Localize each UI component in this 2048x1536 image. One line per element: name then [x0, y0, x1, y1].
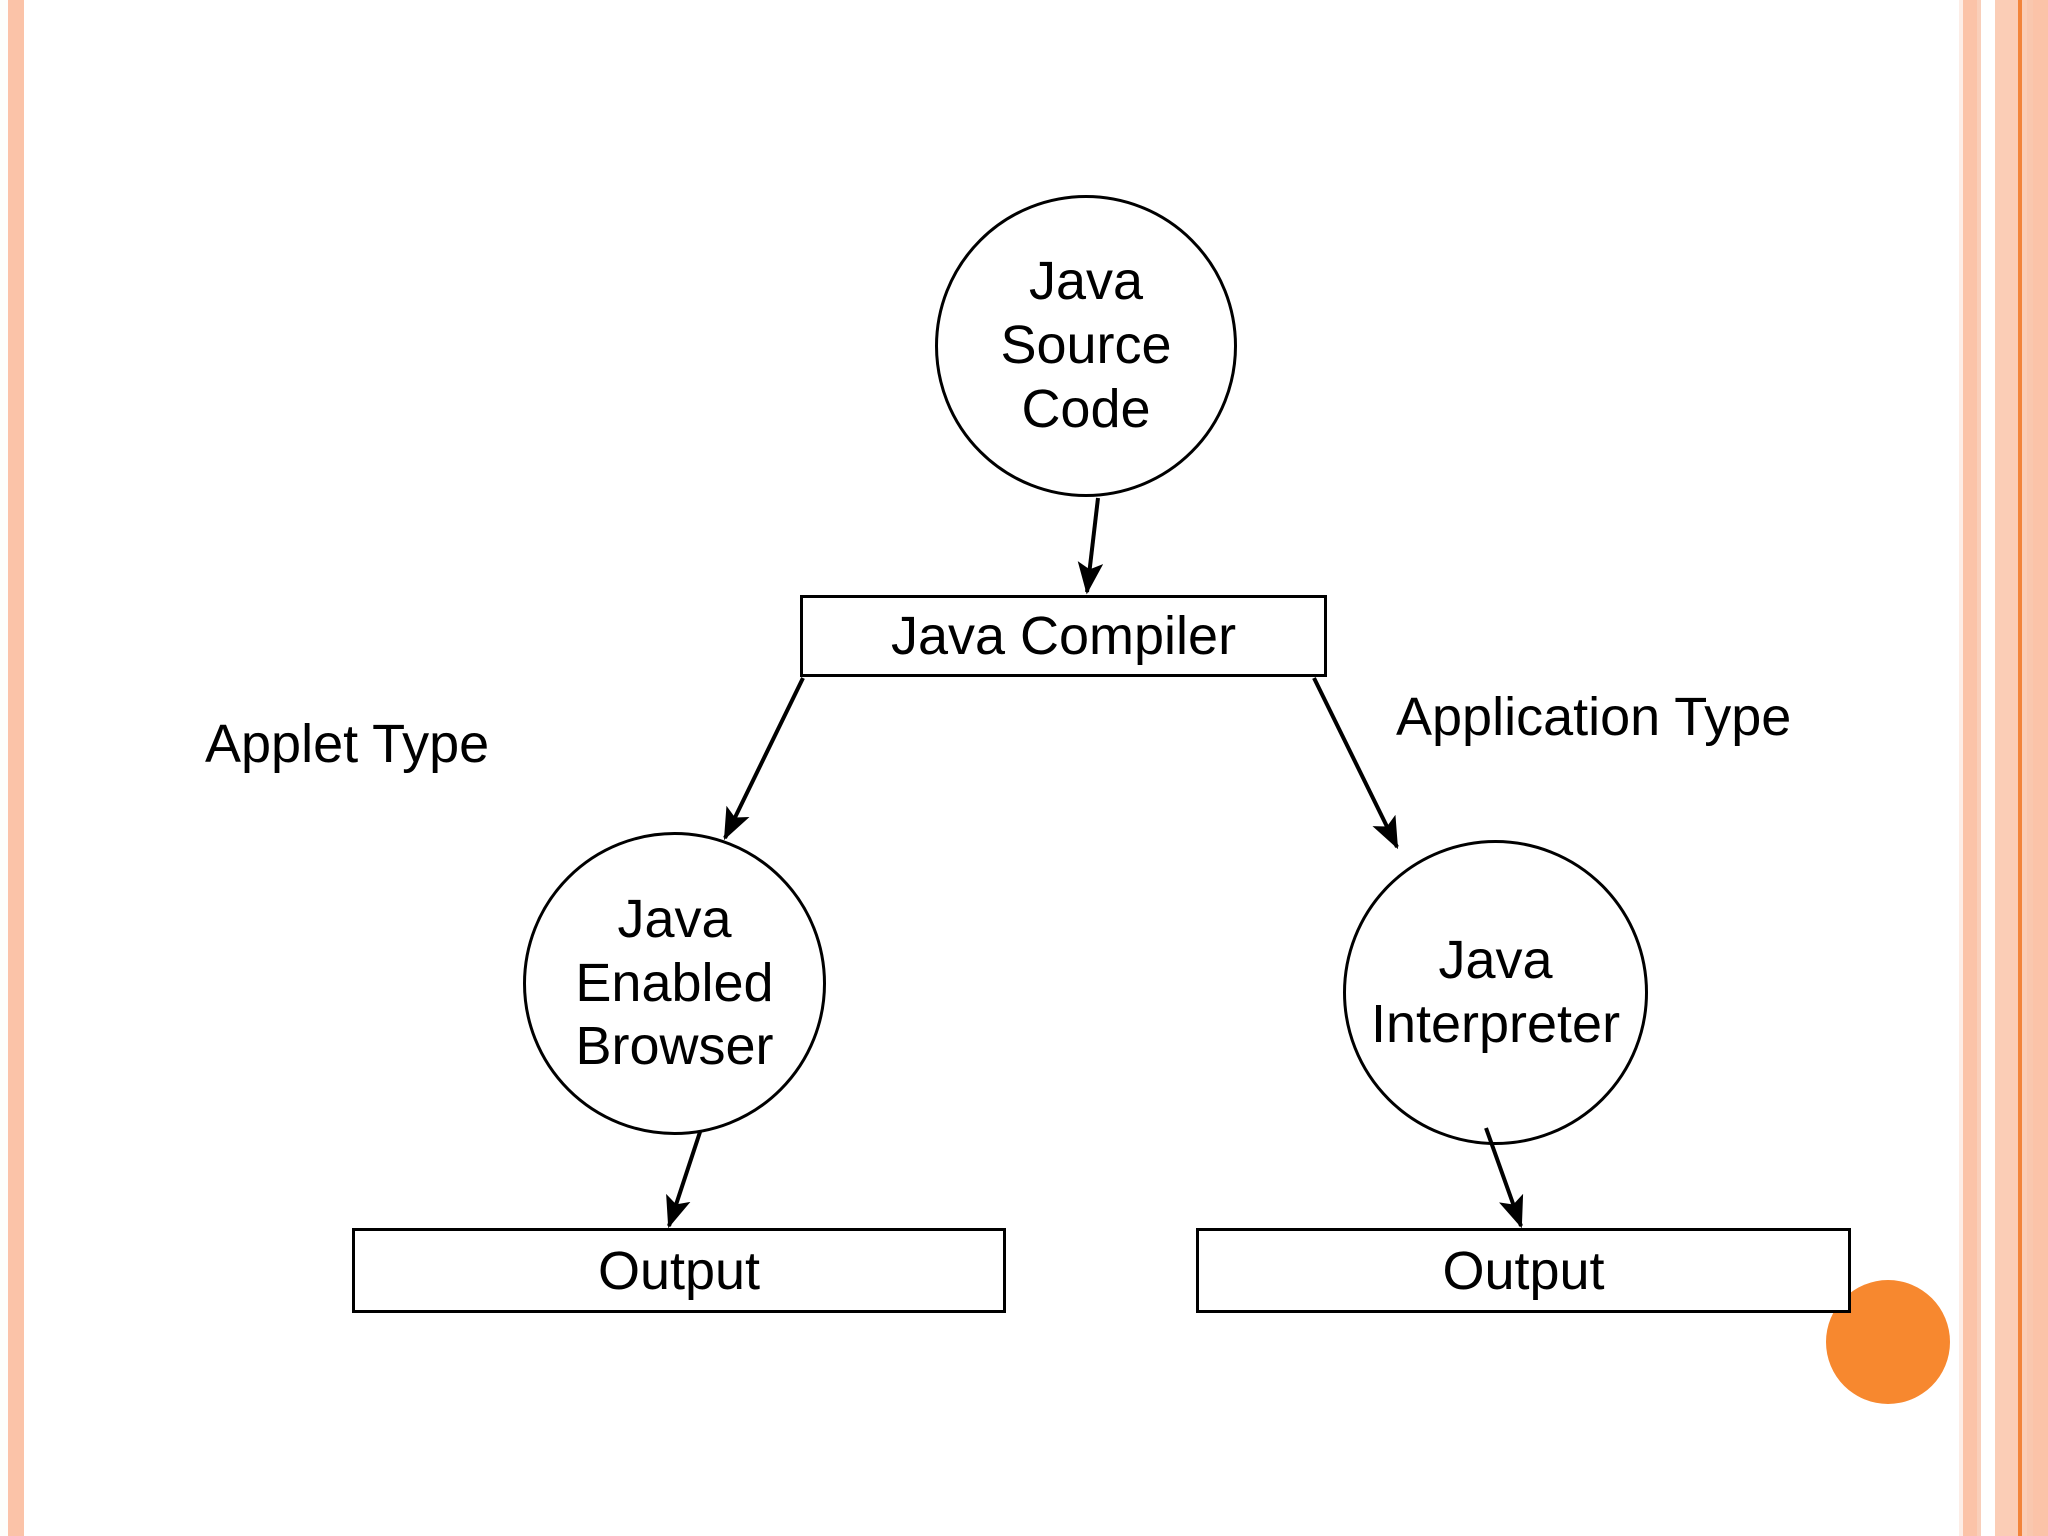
arrow-compiler-to-interpreter	[1312, 677, 1399, 850]
node-output-application-label: Output	[1442, 1240, 1605, 1301]
arrow-browser-to-output	[666, 1131, 702, 1229]
right-border-stripe-8	[2027, 0, 2033, 1536]
right-border-stripe-5	[1995, 0, 2018, 1536]
right-border-stripe-1	[1959, 0, 1963, 1536]
right-border-stripe-4	[1981, 0, 1995, 1536]
node-java-interpreter-label: Java Interpreter	[1370, 929, 1621, 1054]
node-java-source-code[interactable]: Java Source Code	[935, 195, 1237, 497]
label-applet-type: Applet Type	[205, 714, 490, 774]
left-border-salmon-stripe	[8, 0, 24, 1536]
arrow-compiler-to-browser	[723, 677, 805, 841]
right-border-stripe-2	[1963, 0, 1977, 1536]
label-application-type: Application Type	[1396, 687, 1792, 747]
right-border-stripe-3	[1977, 0, 1981, 1536]
node-java-source-code-label: Java Source Code	[1000, 251, 1172, 439]
right-border-stripe-7	[2022, 0, 2027, 1536]
node-output-applet-label: Output	[597, 1240, 761, 1301]
left-border-faint-stripe	[0, 0, 8, 1536]
node-output-applet[interactable]: Output	[352, 1228, 1006, 1313]
node-java-enabled-browser[interactable]: Java Enabled Browser	[523, 832, 826, 1135]
arrow-source-to-compiler	[1077, 497, 1104, 595]
node-java-compiler[interactable]: Java Compiler	[800, 595, 1327, 677]
node-java-compiler-label: Java Compiler	[890, 606, 1237, 666]
node-java-enabled-browser-label: Java Enabled Browser	[575, 888, 774, 1077]
right-border-stripe-9	[2033, 0, 2048, 1536]
right-border-stripe-6	[2018, 0, 2022, 1536]
node-output-application[interactable]: Output	[1196, 1228, 1851, 1313]
node-java-interpreter[interactable]: Java Interpreter	[1343, 840, 1648, 1145]
